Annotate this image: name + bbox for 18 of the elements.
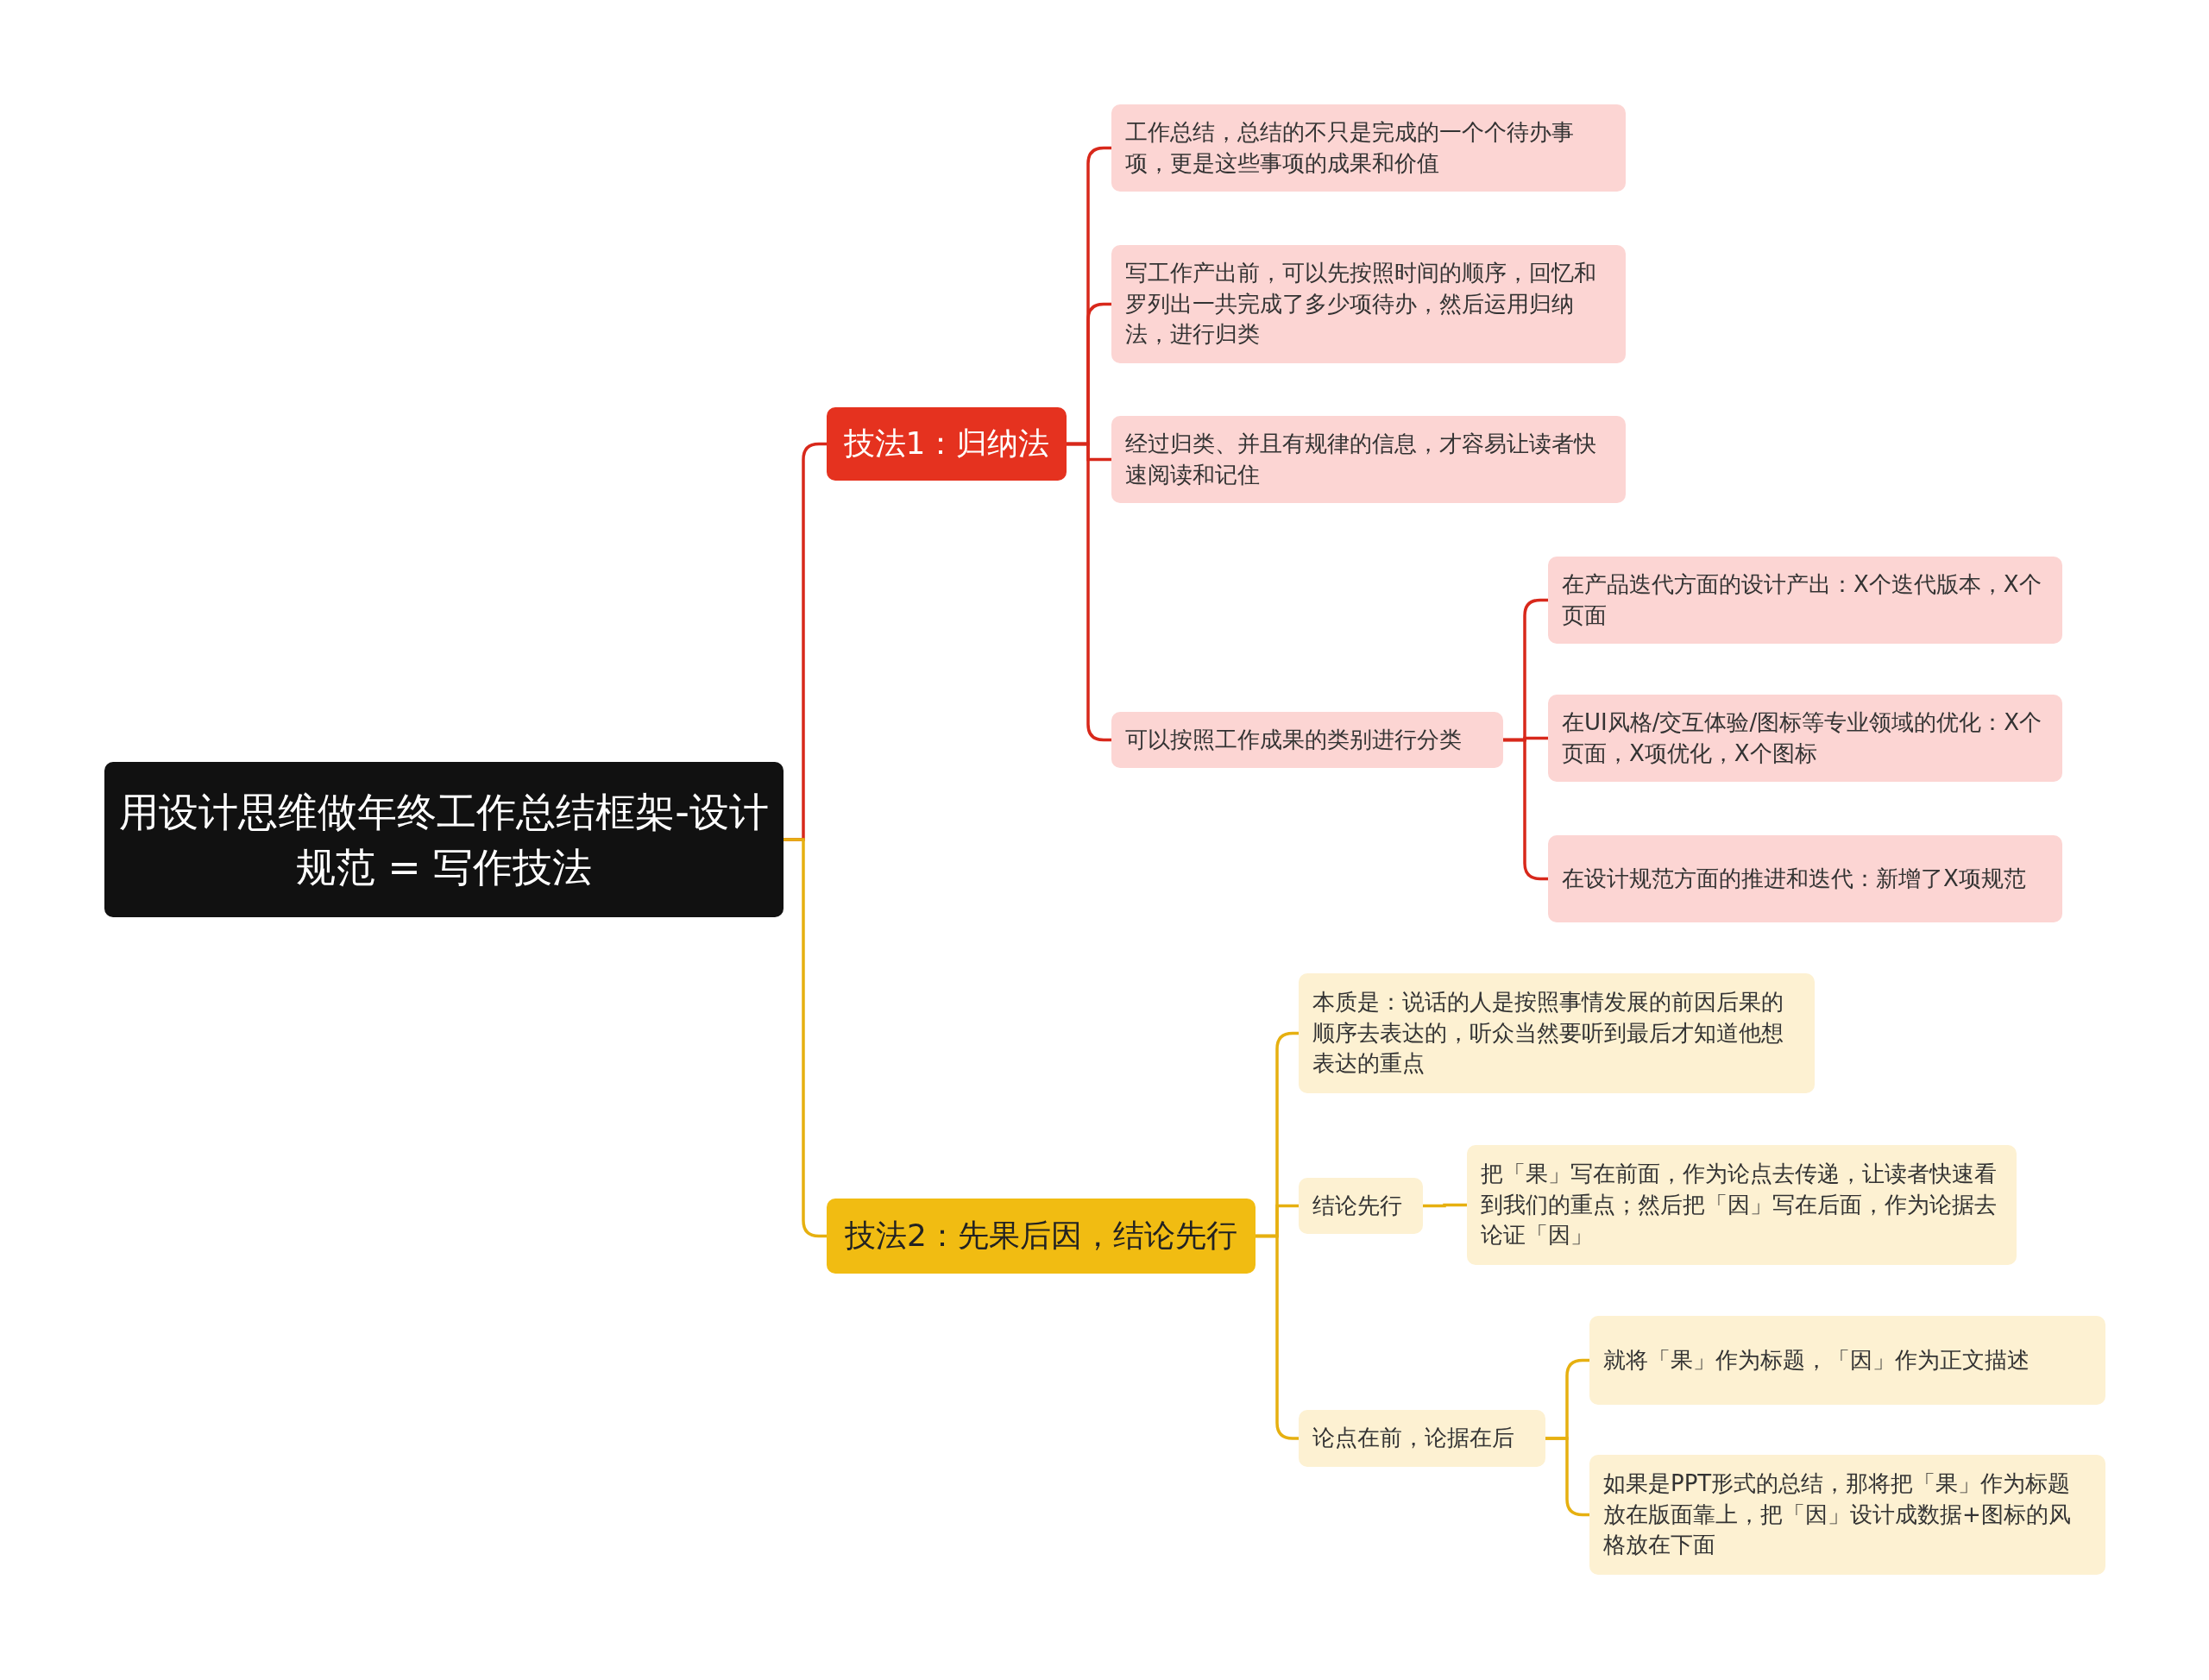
subtopic-box: 经过归类、并且有规律的信息，才容易让读者快速阅读和记住 (1111, 416, 1626, 503)
main-topic-box: 技法1：归纳法 (827, 407, 1067, 481)
subtopic-box: 如果是PPT形式的总结，那将把「果」作为标题放在版面靠上，把「因」设计成数据+图标的风格放在下面 (1589, 1455, 2105, 1575)
subtopic-box: 把「果」写在前面，作为论点去传递，让读者快速看到我们的重点；然后把「因」写在后面，作为论据去论证「因」 (1467, 1145, 2017, 1265)
subtopic-box: 在UI风格/交互体验/图标等专业领域的优化：X个页面，X项优化，X个图标 (1548, 695, 2062, 782)
main-topic-box: 技法2：先果后因，结论先行 (827, 1199, 1256, 1274)
connector-line (1423, 1203, 1467, 1208)
subtopic-box: 可以按照工作成果的类别进行分类 (1111, 712, 1503, 768)
subtopic-box: 在产品迭代方面的设计产出：X个迭代版本，X个页面 (1548, 557, 2062, 644)
connector-line (1256, 1234, 1299, 1440)
subtopic-box: 本质是：说话的人是按照事情发展的前因后果的顺序去表达的，听众当然要听到最后才知道他想表达的重点 (1299, 973, 1815, 1093)
subtopic-box: 工作总结，总结的不只是完成的一个个待办事项，更是这些事项的成果和价值 (1111, 104, 1626, 192)
subtopic-box: 就将「果」作为标题，「因」作为正文描述 (1589, 1316, 2105, 1405)
central-topic-box: 用设计思维做年终工作总结框架-设计规范 = 写作技法 (104, 762, 784, 917)
subtopic-box: 论点在前，论据在后 (1299, 1410, 1545, 1467)
subtopic-box: 在设计规范方面的推进和迭代：新增了X项规范 (1548, 835, 2062, 922)
subtopic-box: 写工作产出前，可以先按照时间的顺序，回忆和罗列出一共完成了多少项待办，然后运用归纳法，进行归类 (1111, 245, 1626, 363)
subtopic-box: 结论先行 (1299, 1178, 1423, 1234)
